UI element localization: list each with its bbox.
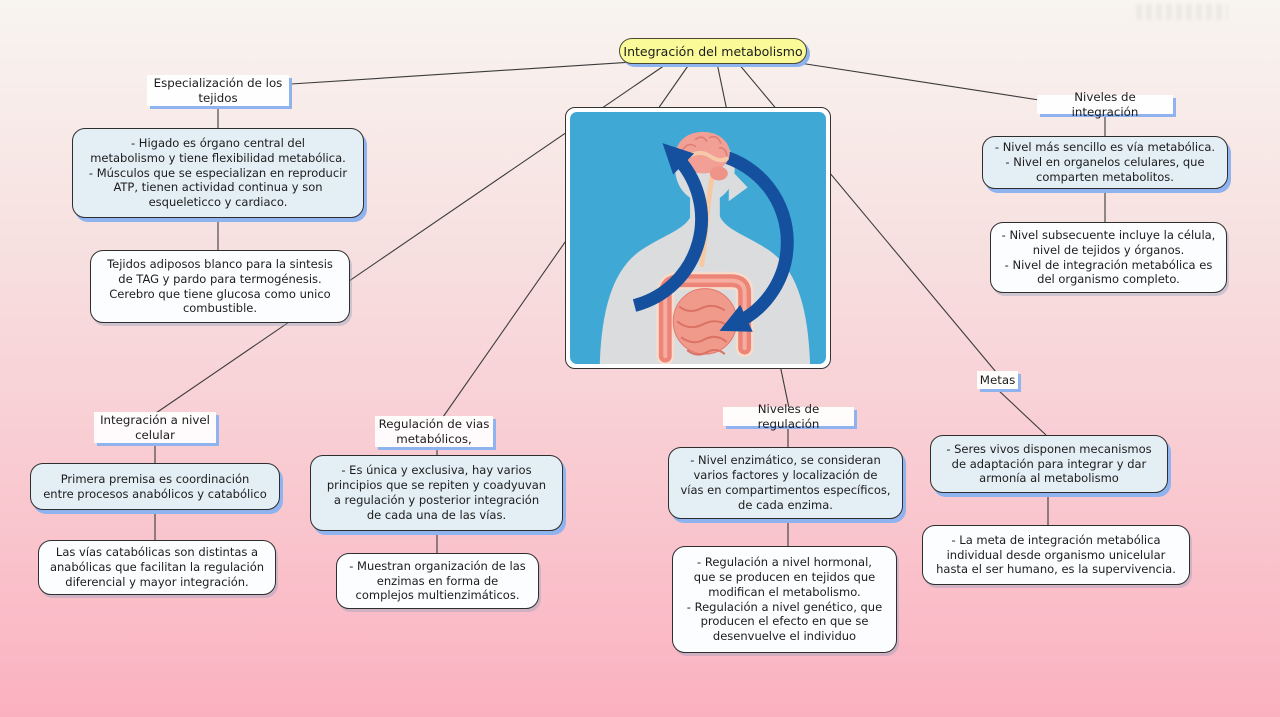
topic-regulacion-vias[interactable]: Regulación de vias metabólicos, bbox=[375, 416, 493, 447]
watermark bbox=[1136, 4, 1228, 20]
note-vias-catabolicas[interactable]: Las vías catabólicas son distintas a ana… bbox=[38, 540, 276, 595]
note-higado-musculos[interactable]: - Higado es órgano central del metabolis… bbox=[72, 128, 364, 218]
note-regulacion-hormonal-genetica[interactable]: - Regulación a nivel hormonal, que se pr… bbox=[672, 546, 897, 653]
cycle-arrow-right-upper bbox=[719, 149, 794, 243]
cycle-arrow-right-lower bbox=[719, 241, 794, 332]
line-metas-box1 bbox=[996, 388, 1047, 436]
body-cycle-illustration bbox=[570, 112, 826, 365]
topic-especializacion-tejidos[interactable]: Especialización de los tejidos bbox=[147, 75, 289, 106]
note-meta-supervivencia[interactable]: - La meta de integración metabólica indi… bbox=[922, 525, 1190, 585]
note-nivel-sencillo[interactable]: - Nivel más sencillo es vía metabólica. … bbox=[982, 136, 1228, 189]
note-nivel-subsecuente[interactable]: - Nivel subsecuente incluye la célula, n… bbox=[990, 222, 1227, 293]
line-root-especializacion bbox=[290, 60, 649, 85]
note-primera-premisa[interactable]: Primera premisa es coordinación entre pr… bbox=[30, 463, 280, 510]
note-seres-vivos[interactable]: - Seres vivos disponen mecanismos de ada… bbox=[930, 435, 1168, 493]
topic-niveles-regulacion[interactable]: Niveles de regulación bbox=[723, 402, 854, 431]
note-unica-exclusiva[interactable]: - Es única y exclusiva, hay varios princ… bbox=[310, 455, 563, 531]
topic-integracion-nivel-celular[interactable]: Integración a nivel celular bbox=[94, 412, 216, 443]
note-tejidos-adiposos[interactable]: Tejidos adiposos blanco para la sintesis… bbox=[90, 250, 350, 323]
cycle-arrow-left bbox=[632, 143, 708, 312]
topic-niveles-integracion[interactable]: Niveles de integración bbox=[1037, 90, 1173, 119]
line-root-niveles-integracion bbox=[779, 59, 1040, 101]
note-complejos-multienzimaticos[interactable]: - Muestran organización de las enzimas e… bbox=[336, 553, 539, 609]
topic-metas[interactable]: Metas bbox=[977, 371, 1018, 389]
central-image-human-metabolism[interactable] bbox=[565, 107, 831, 369]
note-nivel-enzimatico[interactable]: - Nivel enzimático, se consideran varios… bbox=[668, 447, 903, 519]
root-node-integracion-del-metabolismo[interactable]: Integración del metabolismo bbox=[619, 38, 807, 64]
